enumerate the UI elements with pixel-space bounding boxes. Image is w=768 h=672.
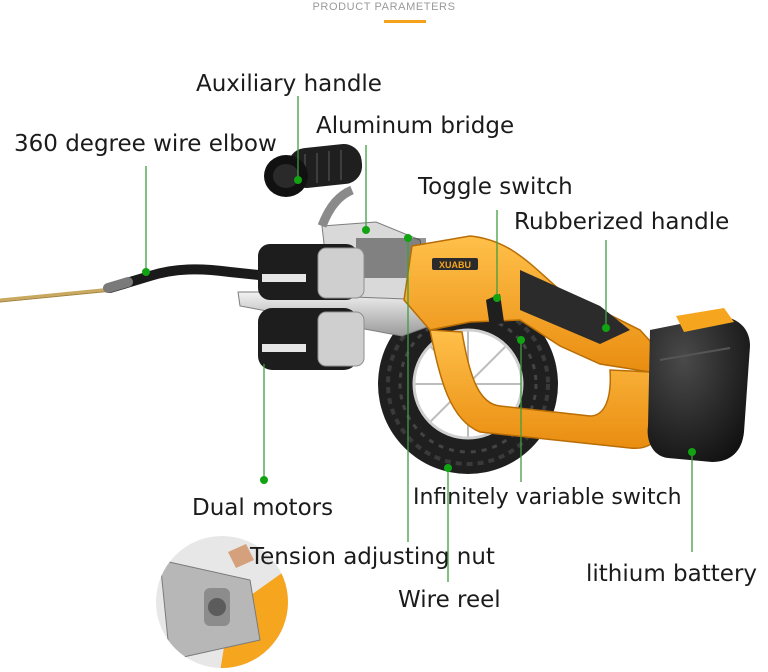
tension-nut-dot — [404, 234, 412, 242]
wire-cable — [0, 287, 113, 303]
page-title: PRODUCT PARAMETERS — [312, 1, 456, 13]
rubber-handle-dot — [602, 324, 610, 332]
label-wire-reel: Wire reel — [398, 587, 501, 613]
variable-switch-dot — [517, 336, 525, 344]
label-rubberized-handle: Rubberized handle — [514, 209, 730, 235]
auxiliary-handle — [264, 144, 363, 228]
label-lithium-battery: lithium battery — [586, 561, 758, 587]
label-variable-switch: Infinitely variable switch — [413, 485, 682, 510]
dual-motors — [258, 244, 365, 370]
callout-lines — [145, 96, 693, 582]
brand-text: XUABU — [439, 260, 471, 270]
label-tension-nut: Tension adjusting nut — [250, 544, 495, 570]
tool-body: XUABU — [403, 235, 661, 449]
label-auxiliary-handle: Auxiliary handle — [196, 71, 382, 97]
callout-dots — [142, 176, 696, 484]
label-aluminum-bridge: Aluminum bridge — [316, 113, 515, 139]
label-wire-elbow: 360 degree wire elbow — [14, 131, 277, 157]
label-dual-motors: Dual motors — [192, 495, 334, 521]
label-toggle-switch: Toggle switch — [418, 174, 573, 200]
reel-dot — [444, 464, 452, 472]
title-underline — [384, 20, 426, 23]
aux-handle-dot — [294, 176, 302, 184]
lithium-battery — [647, 308, 750, 462]
elbow-dot — [142, 268, 150, 276]
battery-dot — [688, 448, 696, 456]
motors-dot — [260, 476, 268, 484]
bridge-dot — [362, 226, 370, 234]
wire-elbow — [103, 264, 273, 293]
toggle-switch-dot — [493, 294, 501, 302]
